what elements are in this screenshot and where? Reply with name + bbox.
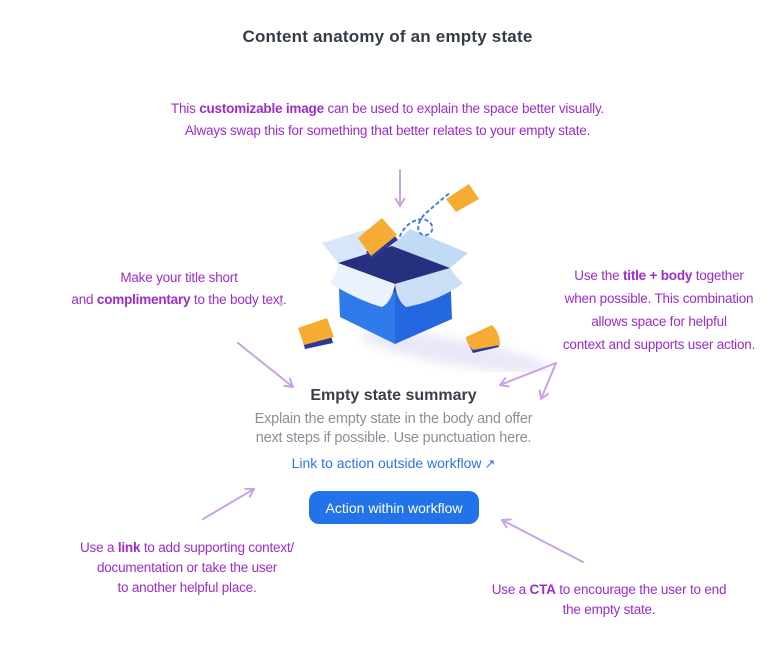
paper-in-box: [358, 218, 398, 259]
annotation-line: when possible. This combination: [564, 291, 754, 306]
annotation-line: Use the title + body together: [574, 268, 744, 283]
annotation-line: allows space for helpful: [591, 314, 727, 329]
annotation-cta: Use a CTA to encourage the user to end t…: [469, 580, 749, 620]
link-to-action-outside-workflow[interactable]: Link to action outside workflow↗: [0, 455, 775, 472]
empty-state-heading: Empty state summary: [310, 387, 477, 404]
annotation-title: Make your title short and complimentary …: [38, 267, 320, 311]
annotation-line: Make your title short: [120, 270, 238, 285]
annotation-line: documentation or take the user: [96, 560, 278, 575]
dashed-trail: [399, 191, 452, 237]
button-label: Action within workflow: [325, 499, 463, 516]
box-interior: [338, 246, 450, 284]
annotation-line: Use a CTA to encourage the user to end: [491, 582, 727, 597]
empty-box-illustration: [279, 184, 550, 372]
annotation-line: Use a link to add supporting context/: [79, 540, 294, 555]
annotation-line: context and supports user action.: [562, 337, 756, 352]
annotation-line: Always swap this for something that bett…: [184, 123, 591, 138]
arrow-cta-note: [501, 518, 584, 563]
annotation-title-body: Use the title + body together when possi…: [539, 264, 775, 356]
box-front-right-flap: [395, 268, 463, 307]
annotation-line: to another helpful place.: [117, 580, 257, 595]
annotation-link: Use a link to add supporting context/ do…: [47, 538, 327, 598]
annotation-line: the empty state.: [562, 602, 656, 617]
arrow-link-note: [202, 487, 255, 520]
arrow-up-right-icon: ↗: [484, 456, 496, 471]
box-front-left-flap: [330, 263, 395, 307]
empty-state-body-line: next steps if possible. Use punctuation …: [255, 430, 532, 446]
action-within-workflow-button[interactable]: Action within workflow: [309, 491, 479, 524]
paper-bottom-right: [466, 325, 500, 353]
paper-bottom-left: [298, 318, 334, 349]
sparkle-dot: [279, 302, 283, 306]
annotation-line: This customizable image can be used to e…: [170, 101, 605, 116]
link-label[interactable]: Link to action outside workflow: [291, 455, 482, 471]
paper-flying: [446, 184, 479, 212]
empty-state-body: Explain the empty state in the body and …: [0, 410, 775, 448]
annotation-line: and complimentary to the body text.: [71, 292, 287, 307]
page-title: Content anatomy of an empty state: [242, 27, 533, 46]
box-back-right-flap: [392, 229, 468, 268]
annotation-customizable-image: This customizable image can be used to e…: [0, 98, 775, 142]
empty-state-body-line: Explain the empty state in the body and …: [254, 411, 533, 427]
